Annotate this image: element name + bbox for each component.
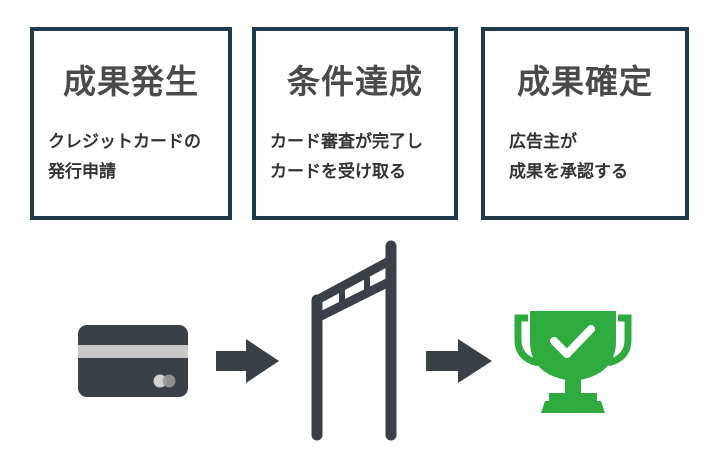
step-description: カード審査が完了し カードを受け取る bbox=[270, 127, 448, 187]
step-description: クレジットカードの 発行申請 bbox=[48, 127, 222, 187]
step-description-line: クレジットカードの bbox=[48, 132, 201, 152]
step-description-line: 発行申請 bbox=[48, 162, 116, 182]
step-card-confirmation: 成果確定 広告主が 成果を承認する bbox=[481, 27, 689, 220]
right-arrow-icon bbox=[426, 339, 492, 383]
credit-card-icon bbox=[78, 325, 188, 397]
step-description-line: 成果を承認する bbox=[509, 162, 628, 182]
step-title: 成果発生 bbox=[63, 62, 199, 101]
step-title: 成果確定 bbox=[517, 62, 653, 101]
step-card-achievement: 条件達成 カード審査が完了し カードを受け取る bbox=[252, 27, 458, 220]
step-description-line: 広告主が bbox=[509, 132, 577, 152]
step-description-line: カード審査が完了し bbox=[270, 132, 423, 152]
finish-gate-icon bbox=[311, 240, 397, 441]
trophy-check-icon bbox=[514, 311, 632, 413]
step-title: 条件達成 bbox=[287, 62, 423, 101]
step-card-occurrence: 成果発生 クレジットカードの 発行申請 bbox=[30, 27, 232, 220]
step-description-line: カードを受け取る bbox=[270, 162, 406, 182]
right-arrow-icon bbox=[216, 339, 279, 383]
step-description: 広告主が 成果を承認する bbox=[509, 127, 679, 187]
